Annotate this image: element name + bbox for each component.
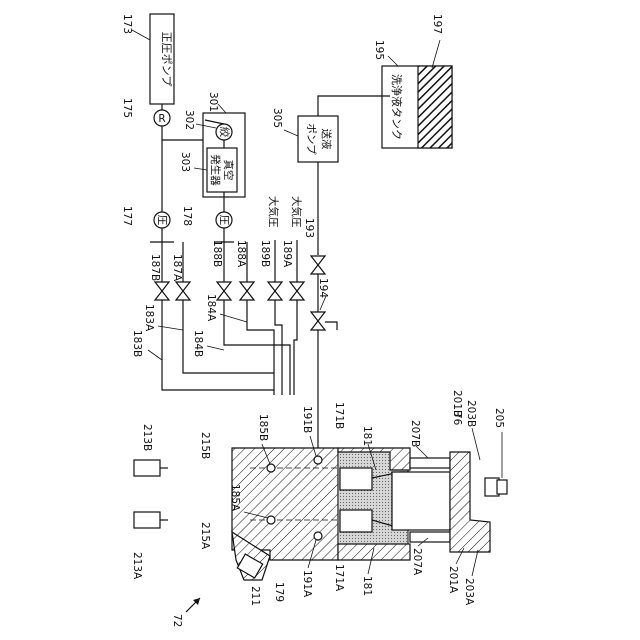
gauge-a-symbol: 圧: [218, 215, 230, 226]
nozzle-207b-ref: 207B: [409, 420, 421, 447]
feed-pump-line1: 送液: [320, 129, 333, 150]
valve-unit: 301 絞 302 真空 発生器 303: [179, 92, 245, 212]
valve-187a-ref: 187A: [171, 254, 183, 282]
port-185a-ref: 185A: [229, 484, 241, 512]
throttle-symbol: 絞: [218, 127, 231, 138]
dispensing-head: [232, 448, 507, 580]
holder-201a-ref: 201A: [447, 566, 459, 594]
tip-213a-ref: 213A: [131, 552, 143, 580]
valve-189b-label: 大気圧: [267, 196, 280, 228]
gauge-a-ref: 178: [181, 206, 193, 226]
figure-number: 72: [171, 598, 200, 627]
positive-pump-ref: 173: [121, 14, 133, 34]
tube-203b-ref: 203B: [465, 400, 477, 427]
vacuum-gen-line2: 発生器: [209, 154, 222, 186]
fluid-181a-ref: 181: [361, 576, 373, 596]
wash-tank: 洗浄液タンク 195 197: [373, 14, 452, 148]
tube-203a-ref: 203A: [463, 578, 475, 606]
port-185b-ref: 185B: [257, 414, 269, 441]
fluid-181b-ref: 181: [361, 426, 373, 446]
valve-188b: 188B: [211, 240, 231, 300]
valve-189b-ref: 189B: [259, 240, 271, 267]
positive-pump-label: 正圧ポンプ: [160, 32, 173, 87]
throttle-ref: 302: [183, 110, 195, 130]
tip-213b: 213B: [134, 424, 168, 476]
chamber-171a-ref: 171A: [333, 564, 345, 592]
regulator-ref: 175: [121, 98, 133, 118]
valve-187b: 187B: [149, 254, 169, 300]
tip-mount-215b-ref: 215B: [199, 432, 211, 459]
tip-213b-ref: 213B: [141, 424, 153, 451]
valve-unit-ref: 301: [207, 92, 219, 112]
valve-189b: 189B 大気圧: [259, 196, 282, 300]
tip-mount-215a-ref: 215A: [199, 522, 211, 550]
gauge-b-symbol: 圧: [156, 215, 168, 226]
nozzle-207a-ref: 207A: [411, 548, 423, 576]
head-211-ref: 211: [249, 586, 261, 606]
vacuum-gen-ref: 303: [179, 152, 191, 172]
feed-pump-line2: ポンプ: [305, 123, 317, 155]
feed-pump-ref: 305: [271, 108, 283, 128]
valve-189a-label: 大気圧: [290, 196, 303, 228]
valve-188a: 188A: [235, 240, 254, 300]
valve-193-ref: 193: [303, 218, 315, 238]
ref-76: 76: [451, 412, 463, 426]
figure-number-label: 72: [171, 614, 183, 627]
valve-187a: 187A: [171, 254, 190, 300]
pressure-gauge-b: 圧 177: [121, 206, 170, 228]
valve-189a: 189A 大気圧: [281, 196, 304, 300]
vacuum-gen-line1: 真空: [222, 160, 235, 181]
ref-179: 179: [273, 582, 285, 602]
chamber-171b-ref: 171B: [333, 402, 345, 429]
tip-213a: 213A: [131, 512, 168, 580]
valve-188b-ref: 188B: [211, 240, 223, 267]
wash-tank-label: 洗浄液タンク: [390, 74, 404, 140]
regulator-symbol: R: [158, 113, 165, 125]
valve-189a-ref: 189A: [281, 240, 293, 268]
valve-188a-ref: 188A: [235, 240, 247, 268]
gauge-b-ref: 177: [121, 206, 133, 226]
feed-pump: 送液 ポンプ 305: [271, 108, 338, 162]
pipe-183a-ref: 183A: [143, 304, 155, 332]
valve-193: 193: [303, 218, 325, 274]
pipe-184a-ref: 184A: [205, 294, 217, 322]
pipe-183b-ref: 183B: [131, 330, 143, 357]
path-191a-ref: 191A: [301, 570, 313, 598]
pipe-184b-ref: 184B: [192, 330, 204, 357]
positive-pump: 正圧ポンプ 173: [121, 14, 174, 104]
valve-194-ref: 194: [317, 278, 329, 298]
liquid-197-ref: 197: [431, 14, 443, 34]
wash-tank-ref: 195: [373, 40, 385, 60]
path-191b-ref: 191B: [301, 406, 313, 433]
stage-205-ref: 205: [493, 408, 505, 428]
valve-194: 194: [311, 278, 337, 330]
valve-187b-ref: 187B: [149, 254, 161, 281]
